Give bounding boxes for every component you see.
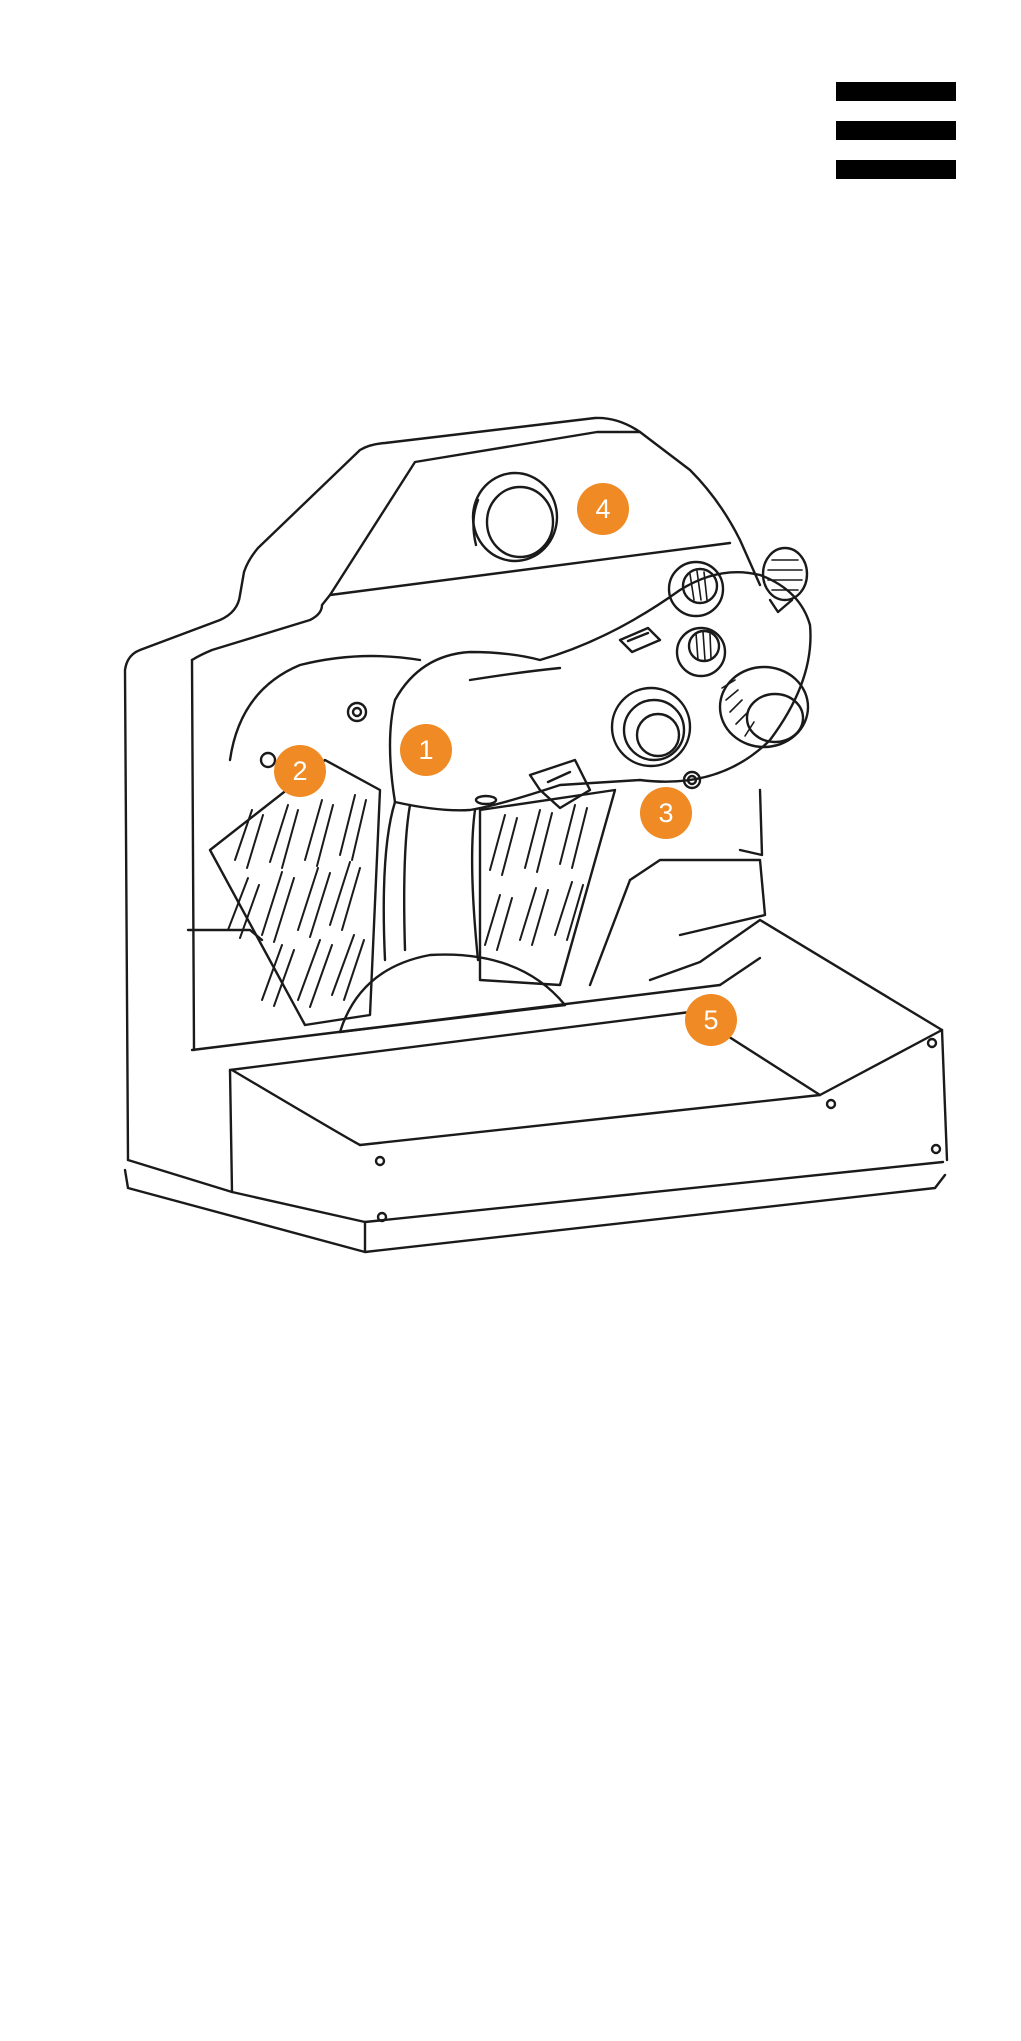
stick-shaft-inner: [404, 805, 410, 950]
top-rotary: [763, 548, 807, 600]
slot-button: [620, 628, 660, 652]
right-ribs: [485, 805, 587, 950]
stick-shaft-left: [384, 802, 395, 960]
callout-marker-1[interactable]: 1: [400, 724, 452, 776]
right-rib-plate: [480, 790, 615, 985]
screw: [928, 1039, 936, 1047]
gimbal-base-arc: [340, 955, 565, 1032]
inner-left-wall: [192, 660, 194, 1050]
top-round-button-inner: [487, 487, 553, 557]
gimbal-disc: [230, 656, 420, 760]
front-step-edge: [720, 958, 760, 985]
thumb-stick-ring: [624, 700, 684, 760]
screw: [378, 1213, 386, 1221]
rear-ledge-right: [740, 790, 762, 855]
front-box-face: [365, 1162, 943, 1222]
left-ribs: [228, 795, 366, 1007]
screw: [261, 753, 275, 767]
front-box-fold: [232, 1070, 360, 1145]
screw: [932, 1145, 940, 1153]
base-foot-left: [128, 1160, 232, 1192]
front-box-corner: [360, 1030, 947, 1160]
rear-step: [630, 860, 765, 935]
rear-step-side: [590, 880, 630, 985]
base-bottom: [125, 1170, 945, 1252]
top-rotary-shaft: [770, 600, 792, 612]
thumb-stick-cap: [637, 714, 679, 756]
grip-body: [390, 572, 811, 810]
screw: [348, 703, 366, 721]
inner-left-wall-top: [192, 595, 330, 660]
screw: [827, 1100, 835, 1108]
gimbal-base-line: [340, 1005, 565, 1032]
grip-hole: [476, 796, 496, 804]
trigger-inner: [548, 772, 570, 782]
stick-shaft-right: [472, 810, 478, 960]
callout-marker-2[interactable]: 2: [274, 745, 326, 797]
callout-marker-4[interactable]: 4: [577, 483, 629, 535]
top-rotary-knurl: [768, 560, 802, 590]
side-ledge: [188, 930, 262, 940]
screw: [353, 708, 361, 716]
screw: [376, 1157, 384, 1165]
callout-marker-5[interactable]: 5: [685, 994, 737, 1046]
grip-ridge: [470, 668, 560, 680]
front-box-face-top: [230, 1070, 365, 1222]
callout-marker-3[interactable]: 3: [640, 787, 692, 839]
